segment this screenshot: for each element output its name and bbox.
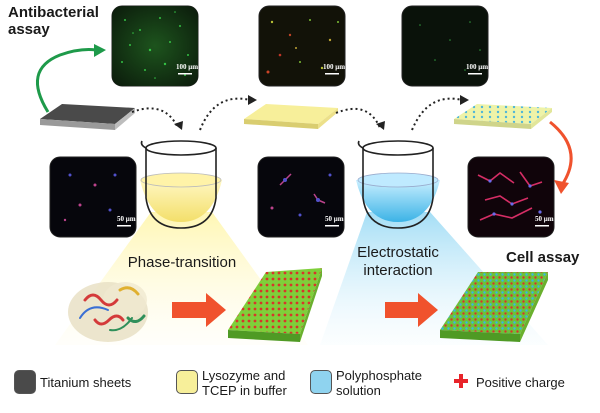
surface-electrostatic [440, 272, 548, 342]
dotted-arrow-heads [174, 95, 469, 130]
legend-lysozyme-text: Lysozyme and TCEP in buffer [202, 368, 287, 398]
micrograph-bottom-2 [257, 156, 345, 238]
scale-label-top-1: 100 μm [176, 63, 199, 71]
big-red-arrow-1 [172, 293, 226, 327]
micrograph-top-1 [111, 5, 199, 87]
legend-swatch-lysozyme [176, 370, 198, 394]
legend-polyphosphate-text: Polyphosphate solution [336, 368, 423, 398]
legend-swatch-titanium [14, 370, 36, 394]
scale-label-bottom-3: 50 μm [535, 215, 554, 223]
red-curved-arrow [549, 120, 573, 186]
beaker-right [356, 140, 440, 229]
micrograph-bottom-1 [49, 156, 137, 238]
antibacterial-assay-title: Antibacterial assay [8, 4, 99, 38]
plate-titanium [40, 104, 135, 130]
surface-phase-transition [228, 268, 322, 342]
legend-swatch-polyphosphate [310, 370, 332, 394]
green-arrow-head [94, 44, 106, 57]
green-curved-arrow [36, 48, 97, 113]
electrostatic-label-line1: Electrostatic [357, 244, 439, 261]
electrostatic-label-line2: interaction [363, 262, 433, 279]
dotted-flow-arrows [131, 97, 463, 131]
legend-titanium-text: Titanium sheets [40, 375, 132, 390]
beaker-left [140, 140, 222, 229]
cell-assay-title: Cell assay [506, 249, 580, 266]
micrograph-top-2 [258, 5, 346, 87]
legend-positive-text: Positive charge [476, 375, 565, 390]
plate-coated [454, 104, 552, 129]
plate-lysozyme [244, 104, 338, 129]
red-arrow-head [554, 180, 569, 194]
big-red-arrow-2 [385, 293, 438, 327]
legend-plus-icon [454, 374, 468, 388]
micrograph-bottom-3 [467, 156, 555, 238]
scale-label-top-3: 100 μm [466, 63, 489, 71]
phase-transition-label: Phase-transition [127, 254, 237, 271]
micrograph-top-3 [401, 5, 489, 87]
lysozyme-protein-structure [68, 282, 148, 342]
scale-label-bottom-2: 50 μm [325, 215, 344, 223]
scale-label-top-2: 100 μm [323, 63, 346, 71]
scale-label-bottom-1: 50 μm [117, 215, 136, 223]
scale-bars [117, 73, 549, 227]
